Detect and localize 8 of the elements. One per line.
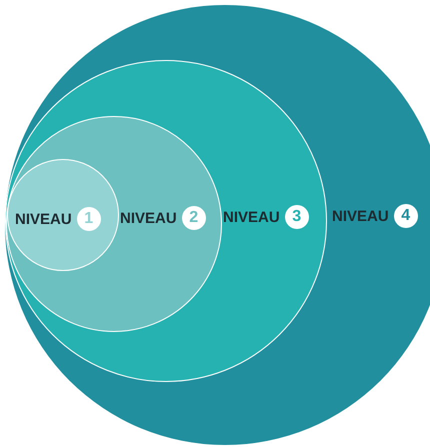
level-label: NIVEAU [120, 210, 177, 226]
level-number: 3 [284, 205, 309, 229]
level-number: 4 [394, 204, 418, 228]
level-label: NIVEAU [15, 210, 72, 228]
level-label: NIVEAU [223, 208, 280, 226]
level-label: NIVEAU [332, 208, 389, 224]
level-number: 2 [182, 206, 206, 230]
level-number: 1 [76, 207, 101, 231]
